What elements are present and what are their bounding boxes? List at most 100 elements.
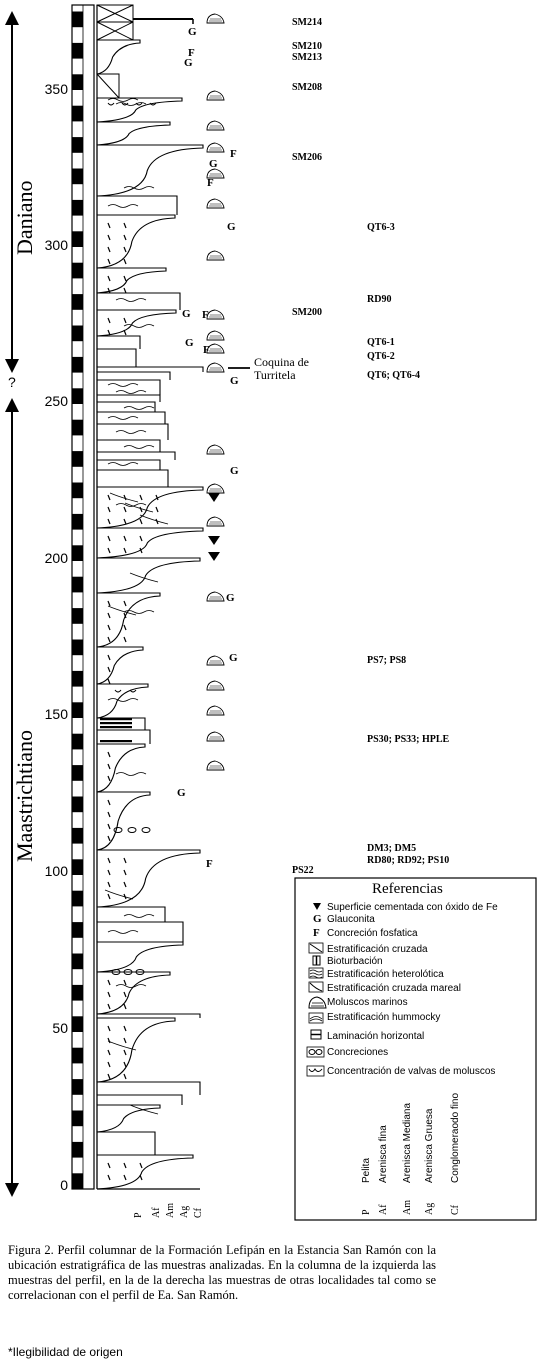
triangle-icon bbox=[208, 536, 220, 545]
mollusc-icon bbox=[308, 996, 327, 1009]
mollusc-icon bbox=[206, 90, 225, 101]
glauconite-symbol: G bbox=[209, 158, 218, 170]
scale-bar-segments bbox=[72, 11, 83, 1189]
sample-label: PS22 bbox=[292, 865, 314, 876]
grain-description: Arenisca fina bbox=[378, 1125, 389, 1183]
sand-grain-mark bbox=[107, 763, 111, 770]
legend-item-label: Estratificación heterolótica bbox=[327, 969, 444, 980]
bed-outline bbox=[96, 1094, 183, 1105]
lamination-mark bbox=[107, 930, 139, 934]
y-tick-label: 200 bbox=[45, 550, 69, 566]
sand-grain-mark bbox=[123, 991, 127, 998]
sand-grain-mark bbox=[107, 234, 111, 241]
shell-concentration-mark bbox=[114, 689, 122, 693]
box-cross bbox=[96, 4, 134, 23]
bed-outline bbox=[96, 729, 151, 744]
mollusc-icon bbox=[206, 362, 225, 373]
mollusc-icon-detail bbox=[209, 367, 222, 371]
lamination-mark bbox=[123, 324, 155, 328]
horizontal-lamination-mark bbox=[100, 726, 132, 729]
lamination-mark bbox=[115, 772, 147, 776]
mollusc-icon bbox=[206, 655, 225, 666]
correlated-sample-label: QT6-2 bbox=[367, 351, 395, 362]
legend-item-heterolithic: Estratificación heterolótica bbox=[308, 967, 444, 980]
scale-bar-segment bbox=[72, 74, 83, 90]
sand-grain-mark bbox=[107, 1037, 111, 1044]
sand-grain-mark bbox=[123, 600, 127, 607]
cross-bedding-mark bbox=[139, 514, 169, 525]
mollusc-icon-detail bbox=[209, 203, 222, 207]
shell-concentration-mark bbox=[129, 689, 137, 693]
bed-outline bbox=[96, 527, 204, 559]
legend-item-concretions: Concreciones bbox=[306, 1046, 388, 1058]
bed-outline bbox=[96, 39, 141, 75]
mollusc-icon bbox=[206, 591, 225, 602]
phosphate-symbol: F bbox=[230, 148, 237, 160]
sand-grain-mark bbox=[139, 547, 143, 554]
sand-grain-mark bbox=[155, 506, 159, 513]
scale-bar-segment bbox=[72, 1047, 83, 1064]
sand-grain-mark bbox=[123, 857, 127, 864]
grain-code: Am bbox=[402, 1200, 413, 1215]
lamination-mark bbox=[107, 383, 139, 387]
sand-grain-mark bbox=[107, 287, 111, 294]
phosphate-symbol: F bbox=[206, 858, 213, 870]
legend-item-glauconite: G Glauconita bbox=[313, 913, 375, 925]
age-uncertain-mark: ? bbox=[8, 374, 16, 390]
bed-outline bbox=[96, 366, 204, 372]
lamination-mark bbox=[107, 462, 139, 466]
mollusc-icon-detail bbox=[209, 125, 222, 129]
sand-grain-mark bbox=[139, 506, 143, 513]
phosphate-symbol: F bbox=[202, 309, 209, 321]
sand-grain-mark bbox=[107, 1174, 111, 1181]
sand-grain-mark bbox=[123, 979, 127, 986]
bed-outline bbox=[96, 1081, 201, 1095]
icon-stroke bbox=[309, 982, 323, 992]
sand-grain-mark bbox=[123, 506, 127, 513]
box-cross bbox=[96, 73, 120, 99]
grain-description: Pelita bbox=[361, 1158, 372, 1183]
scale-bar-segment bbox=[72, 733, 83, 750]
scale-bar-segment bbox=[72, 199, 83, 216]
scale-bar-segment bbox=[72, 42, 83, 59]
bed-outline bbox=[96, 469, 169, 487]
bed-outline bbox=[96, 121, 171, 146]
legend-item-label: Superficie cementada con óxido de Fe bbox=[327, 902, 498, 913]
legend-item-cross-bedding: Estratificación cruzada bbox=[308, 942, 428, 955]
grain-code: Cf bbox=[450, 1204, 461, 1215]
scale-bar-segment bbox=[72, 953, 83, 970]
sand-grain-mark bbox=[107, 329, 111, 336]
lamination-mark bbox=[107, 698, 139, 702]
sand-grain-mark bbox=[123, 1049, 127, 1056]
icon-stroke bbox=[308, 1049, 316, 1055]
legend-item-label: Estratificación cruzada bbox=[327, 944, 428, 955]
correlated-sample-label: PS7; PS8 bbox=[367, 655, 406, 666]
glauconite-icon: G bbox=[313, 913, 322, 925]
y-tick-label: 0 bbox=[60, 1177, 68, 1193]
sand-grain-mark bbox=[139, 518, 143, 525]
grain-description: Arenisca Gruesa bbox=[424, 1108, 435, 1183]
concretion-mark bbox=[141, 827, 151, 833]
sand-grain-mark bbox=[107, 654, 111, 661]
sand-grain-mark bbox=[107, 246, 111, 253]
scale-bar-segment bbox=[72, 922, 83, 938]
glauconite-symbol: G bbox=[185, 337, 194, 349]
triangle-icon bbox=[208, 552, 220, 561]
sand-grain-mark bbox=[155, 518, 159, 525]
legend-item-iron-oxide: Superficie cementada con óxido de Fe bbox=[313, 902, 498, 913]
grain-axis-label: Am bbox=[165, 1203, 176, 1218]
sand-grain-mark bbox=[123, 518, 127, 525]
lamination-mark bbox=[115, 102, 147, 106]
bed-outline bbox=[96, 144, 204, 197]
sand-grain-mark bbox=[107, 506, 111, 513]
shell-concentration-icon bbox=[306, 1065, 325, 1077]
sand-grain-mark bbox=[139, 535, 143, 542]
sample-label: SM213 bbox=[292, 52, 322, 63]
iron-oxide-surfaces bbox=[208, 493, 220, 561]
sand-grain-mark bbox=[107, 317, 111, 324]
scale-bar-segment bbox=[72, 168, 83, 185]
sand-grain-mark bbox=[123, 1174, 127, 1181]
bed-outline bbox=[96, 849, 201, 908]
sand-grain-mark bbox=[107, 612, 111, 619]
